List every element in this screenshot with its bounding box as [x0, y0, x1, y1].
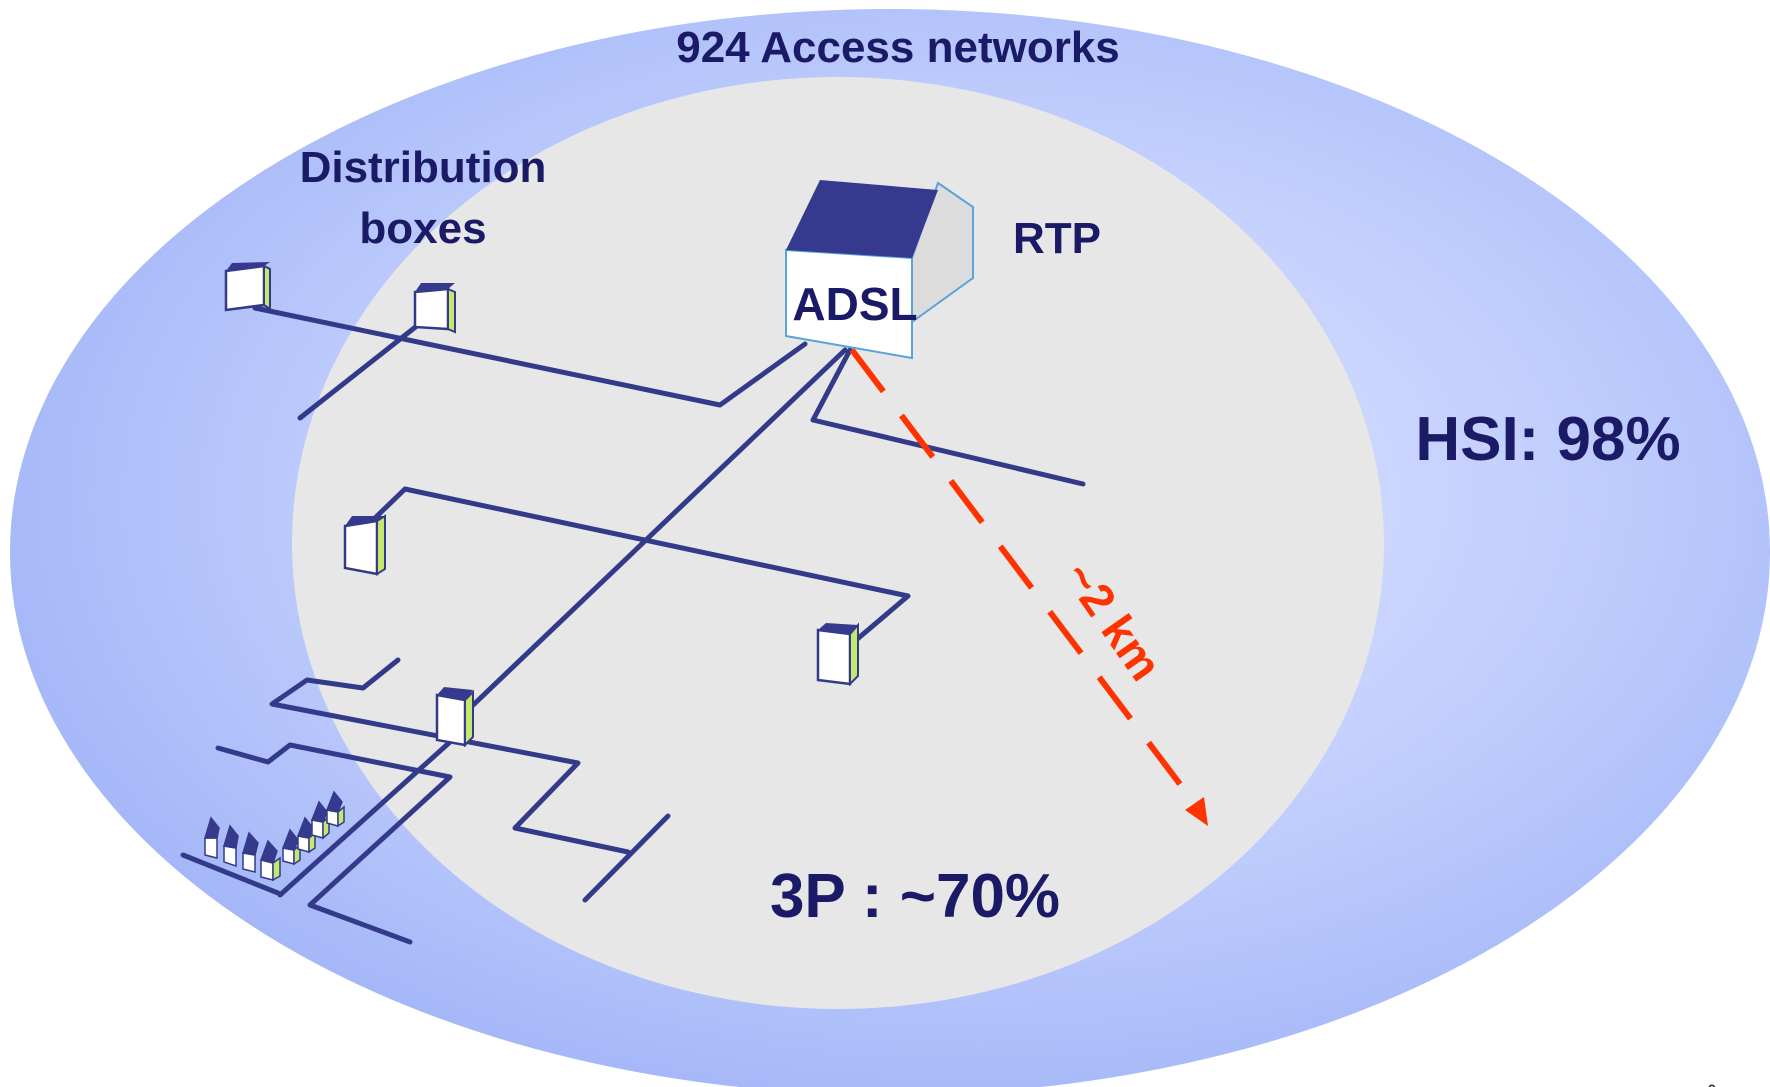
cable-line	[810, 347, 1086, 487]
cable-line	[277, 739, 453, 898]
distance-arrow	[849, 348, 1208, 826]
distribution-box	[435, 687, 474, 748]
distribution-box	[816, 622, 859, 687]
cable-line	[372, 486, 911, 644]
distribution-boxes-label-line1: Distribution	[300, 143, 547, 192]
distribution-box	[224, 262, 271, 312]
cable-line	[252, 305, 808, 408]
distribution-boxes-label-line2: boxes	[359, 204, 486, 253]
hsi-label: HSI: 98%	[1415, 405, 1680, 474]
house-icon	[203, 816, 220, 859]
cable-line	[215, 742, 453, 945]
cable-line	[269, 657, 631, 855]
adsl-label: ADSL	[792, 278, 917, 330]
house-icon	[325, 790, 345, 828]
house-icon	[260, 839, 281, 882]
network-lines	[180, 305, 1086, 945]
house-icon	[242, 831, 259, 873]
page-number: 9	[1708, 1081, 1716, 1087]
distribution-box	[413, 283, 456, 334]
cable-line	[582, 813, 671, 903]
adsl-building	[785, 180, 974, 360]
house-icon	[223, 824, 239, 868]
distribution-box	[343, 514, 386, 576]
arrow-head-icon	[1185, 797, 1208, 826]
threep-label: 3P : ~70%	[770, 862, 1060, 931]
house-icon	[281, 828, 301, 866]
cable-line	[467, 347, 848, 711]
diagram-title: 924 Access networks	[676, 23, 1120, 72]
building-roof	[786, 180, 938, 258]
rtp-label: RTP	[1013, 214, 1101, 263]
cable-line	[297, 322, 421, 421]
cable-line	[180, 852, 281, 896]
houses-cluster	[203, 790, 345, 882]
